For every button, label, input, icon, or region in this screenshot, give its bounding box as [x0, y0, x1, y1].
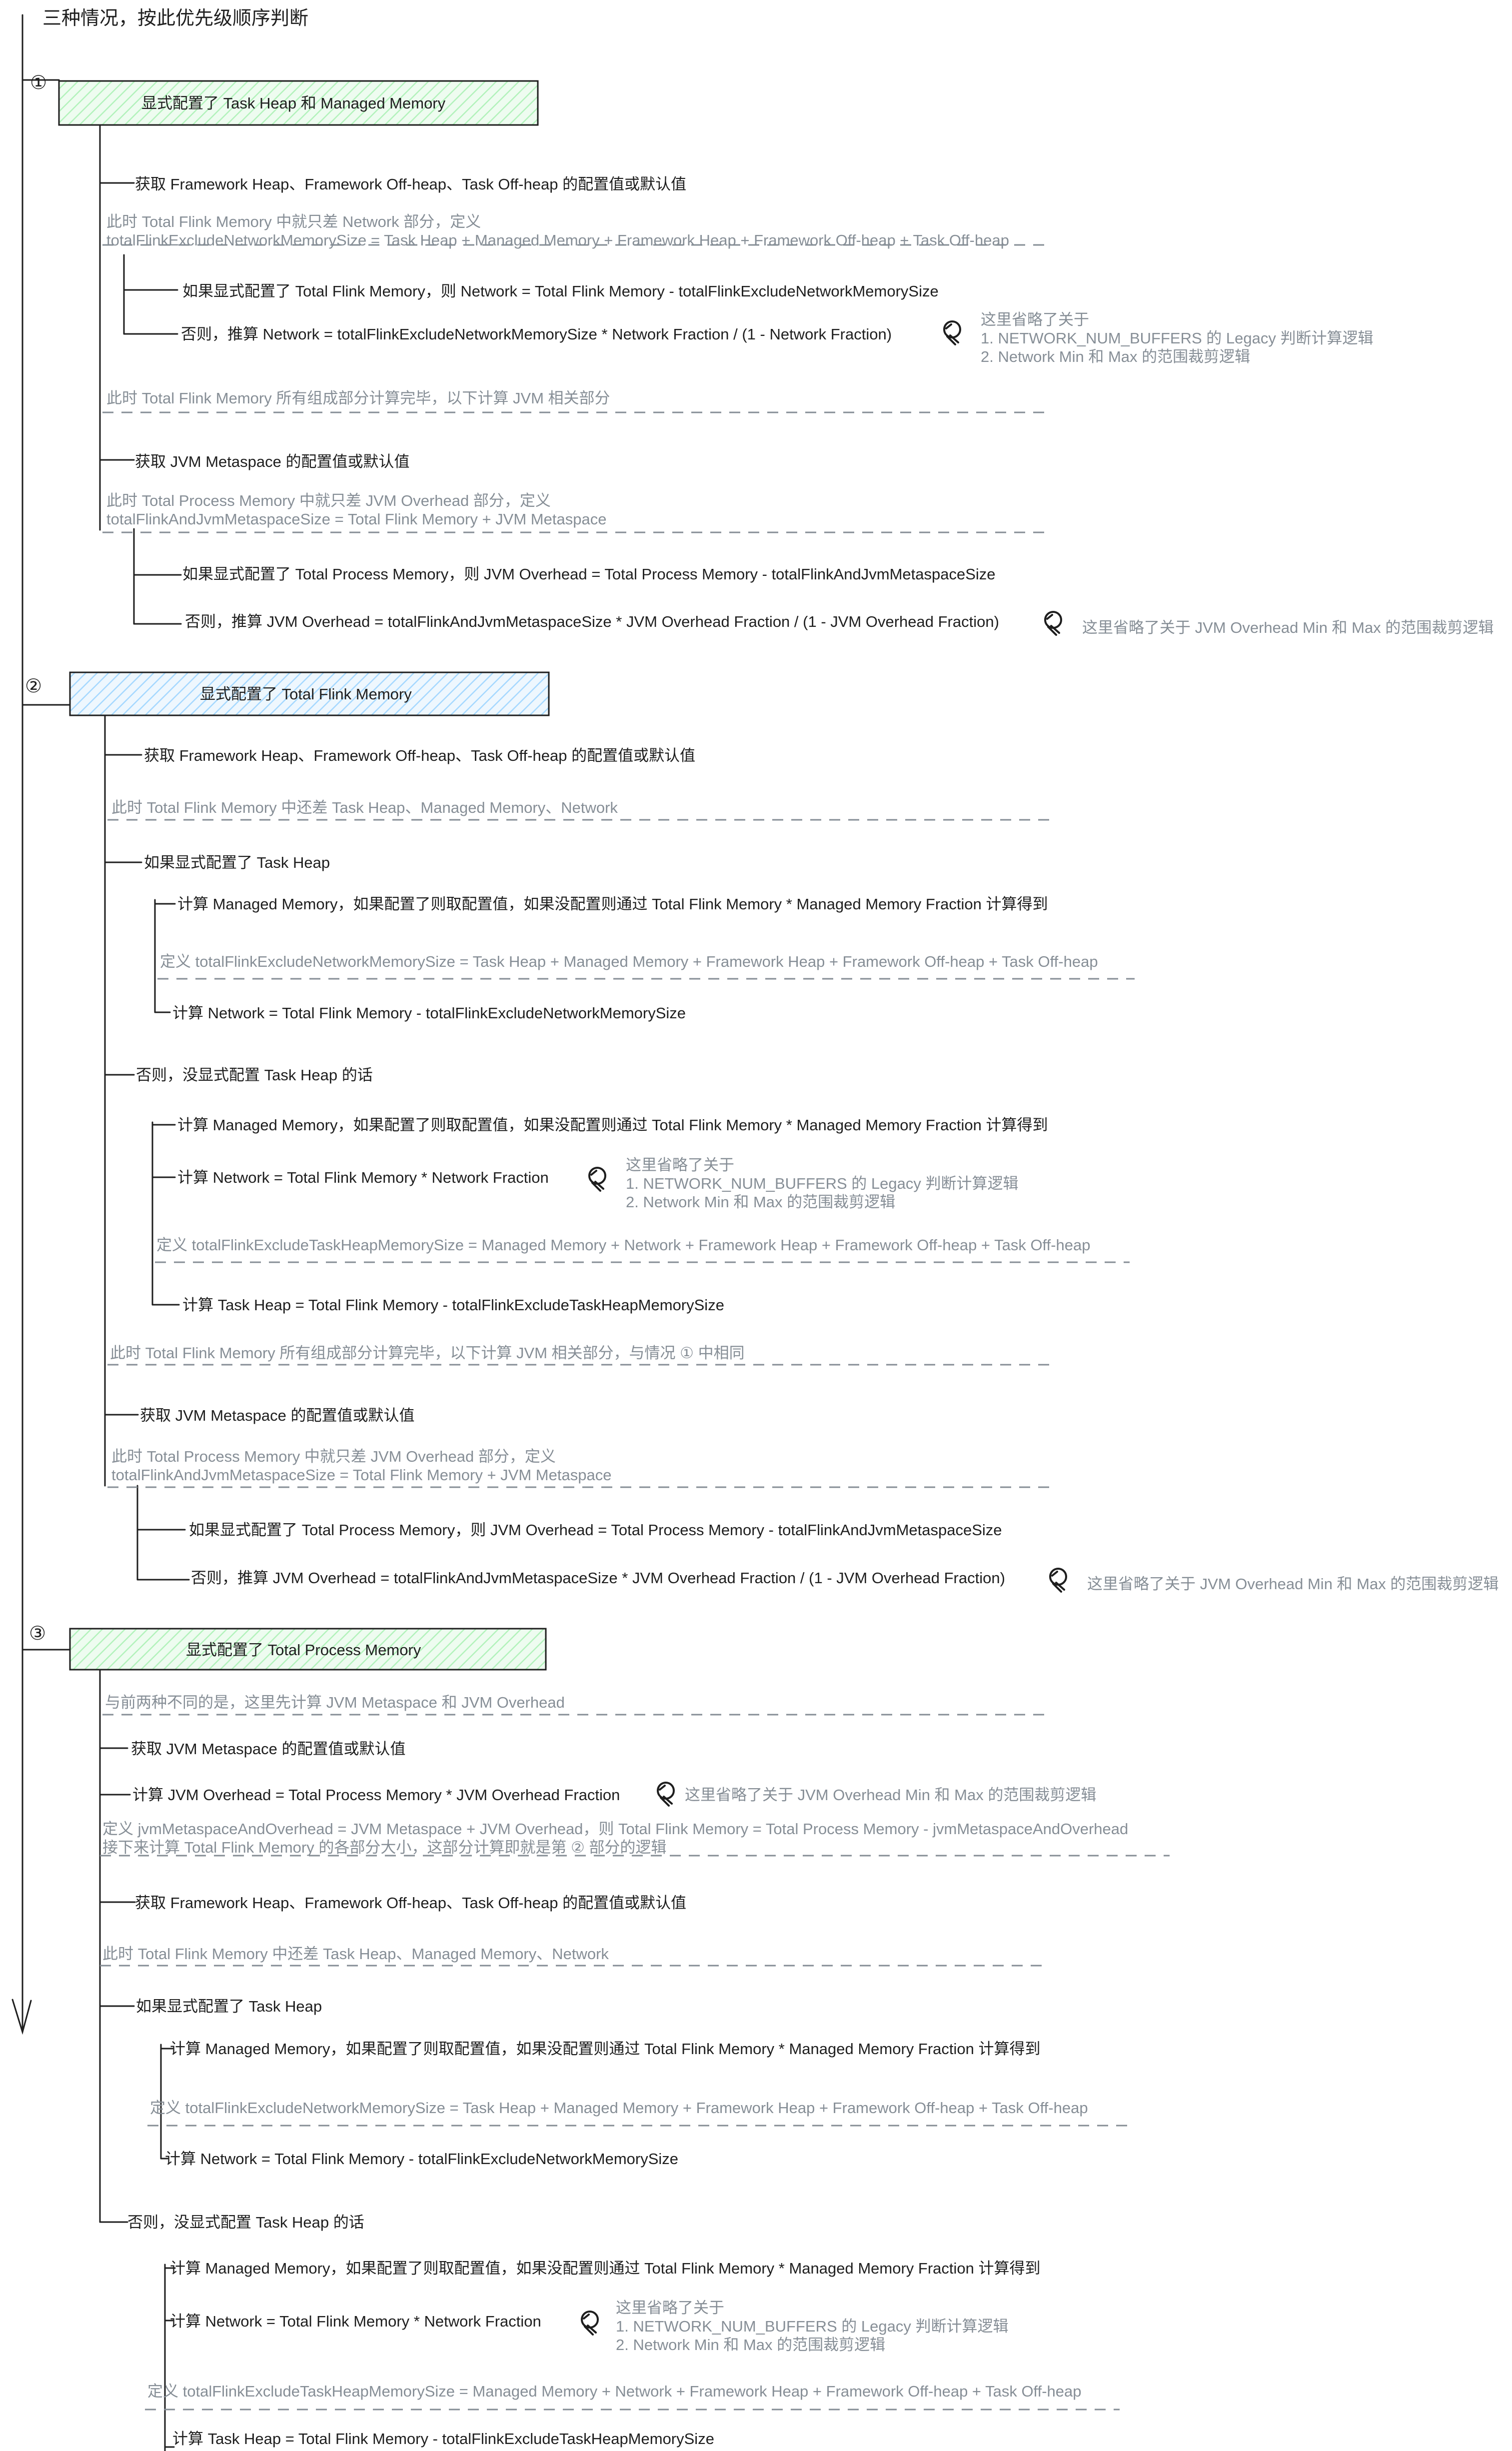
- case3-number: ③: [29, 1623, 46, 1644]
- case3-step: 否则，没显式配置 Task Heap 的话: [127, 2214, 364, 2231]
- case3-comment: 这里省略了关于 JVM Overhead Min 和 Max 的范围裁剪逻辑: [685, 1786, 1097, 1804]
- case2-comment: 这里省略了关于 JVM Overhead Min 和 Max 的范围裁剪逻辑: [1087, 1575, 1499, 1593]
- case2-step: 计算 Managed Memory，如果配置了则取配置值，如果没配置则通过 To…: [177, 895, 1048, 913]
- case2-step: 如果显式配置了 Task Heap: [144, 854, 330, 871]
- case3-note: 与前两种不同的是，这里先计算 JVM Metaspace 和 JVM Overh…: [105, 1694, 565, 1711]
- diagram-title: 三种情况，按此优先级顺序判断: [42, 8, 309, 29]
- case2-box: [69, 671, 550, 716]
- case1-note: 此时 Total Flink Memory 所有组成部分计算完毕，以下计算 JV…: [106, 389, 610, 407]
- case3-box: [69, 1628, 547, 1671]
- bulb-icon: [657, 1782, 675, 1807]
- case1-comment: 2. Network Min 和 Max 的范围裁剪逻辑: [981, 348, 1251, 365]
- case1-step: 如果显式配置了 Total Flink Memory，则 Network = T…: [182, 282, 939, 300]
- case2-comment: 2. Network Min 和 Max 的范围裁剪逻辑: [626, 1193, 896, 1211]
- case3-box-label: 显式配置了 Total Process Memory: [186, 1641, 421, 1659]
- case2-note: 此时 Total Flink Memory 中还差 Task Heap、Mana…: [111, 799, 618, 816]
- case2-step: 计算 Task Heap = Total Flink Memory - tota…: [182, 1296, 724, 1314]
- case3-note: 接下来计算 Total Flink Memory 的各部分大小，这部分计算即就是…: [102, 1839, 667, 1856]
- case1-comment: 这里省略了关于 JVM Overhead Min 和 Max 的范围裁剪逻辑: [1082, 619, 1494, 636]
- case2-step: 否则，没显式配置 Task Heap 的话: [136, 1066, 373, 1084]
- main-arrow: [11, 14, 32, 2035]
- case1-box: [58, 80, 539, 126]
- case2-step: 获取 JVM Metaspace 的配置值或默认值: [140, 1407, 415, 1424]
- case1-number: ①: [30, 72, 47, 93]
- bulb-icon: [588, 1167, 606, 1192]
- case2-note: 定义 totalFlinkExcludeTaskHeapMemorySize =…: [156, 1236, 1091, 1254]
- case3-step: 如果显式配置了 Task Heap: [136, 1998, 322, 2015]
- case2-step: 计算 Network = Total Flink Memory * Networ…: [177, 1169, 549, 1186]
- case2-comment: 这里省略了关于: [626, 1156, 734, 1174]
- case3-comment: 2. Network Min 和 Max 的范围裁剪逻辑: [616, 2336, 886, 2354]
- case3-step: 计算 Task Heap = Total Flink Memory - tota…: [172, 2430, 714, 2448]
- case1-note: totalFlinkAndJvmMetaspaceSize = Total Fl…: [106, 510, 607, 528]
- case3-step: 获取 JVM Metaspace 的配置值或默认值: [131, 1740, 406, 1758]
- case1-step: 如果显式配置了 Total Process Memory，则 JVM Overh…: [182, 565, 996, 583]
- case1-box-label: 显式配置了 Task Heap 和 Managed Memory: [141, 94, 446, 112]
- case2-box-label: 显式配置了 Total Flink Memory: [200, 685, 412, 703]
- case2-note: 此时 Total Flink Memory 所有组成部分计算完毕，以下计算 JV…: [110, 1344, 745, 1362]
- case3-step: 计算 Managed Memory，如果配置了则取配置值，如果没配置则通过 To…: [170, 2040, 1041, 2058]
- case1-note: totalFlinkExcludeNetworkMemorySize = Tas…: [106, 231, 1009, 249]
- case2-note: 此时 Total Process Memory 中就只差 JVM Overhea…: [111, 1448, 556, 1465]
- case3-step: 计算 JVM Overhead = Total Process Memory *…: [132, 1786, 620, 1804]
- case2-step: 否则，推算 JVM Overhead = totalFlinkAndJvmMet…: [191, 1569, 1005, 1587]
- case3-note: 定义 jvmMetaspaceAndOverhead = JVM Metaspa…: [102, 1820, 1129, 1838]
- case1-step: 获取 Framework Heap、Framework Off-heap、Tas…: [135, 175, 687, 193]
- case3-note: 定义 totalFlinkExcludeNetworkMemorySize = …: [150, 2099, 1088, 2117]
- case1-step: 否则，推算 Network = totalFlinkExcludeNetwork…: [181, 325, 892, 343]
- case3-step: 计算 Network = Total Flink Memory * Networ…: [170, 2313, 541, 2330]
- case1-step: 否则，推算 JVM Overhead = totalFlinkAndJvmMet…: [185, 613, 999, 630]
- case3-comment: 这里省略了关于: [616, 2299, 724, 2317]
- bulb-icon: [1049, 1568, 1067, 1593]
- case3-step: 计算 Network = Total Flink Memory - totalF…: [165, 2150, 679, 2168]
- case2-step: 获取 Framework Heap、Framework Off-heap、Tas…: [144, 747, 696, 764]
- bulb-icon: [581, 2311, 599, 2336]
- case3-note: 此时 Total Flink Memory 中还差 Task Heap、Mana…: [102, 1945, 609, 1963]
- case3-comment: 1. NETWORK_NUM_BUFFERS 的 Legacy 判断计算逻辑: [616, 2318, 1009, 2335]
- case2-step: 计算 Network = Total Flink Memory - totalF…: [172, 1004, 686, 1022]
- case2-number: ②: [25, 676, 42, 697]
- case2-step: 计算 Managed Memory，如果配置了则取配置值，如果没配置则通过 To…: [177, 1116, 1048, 1134]
- bulb-icon: [943, 320, 961, 345]
- case1-step: 获取 JVM Metaspace 的配置值或默认值: [135, 453, 410, 470]
- case3-note: 定义 totalFlinkExcludeTaskHeapMemorySize =…: [147, 2383, 1082, 2400]
- case1-note: 此时 Total Process Memory 中就只差 JVM Overhea…: [106, 492, 551, 509]
- bulb-icon: [1044, 611, 1062, 636]
- case2-step: 如果显式配置了 Total Process Memory，则 JVM Overh…: [189, 1521, 1002, 1539]
- case3-step: 计算 Managed Memory，如果配置了则取配置值，如果没配置则通过 To…: [170, 2260, 1041, 2277]
- case1-comment: 这里省略了关于: [981, 311, 1089, 328]
- case1-note: 此时 Total Flink Memory 中就只差 Network 部分，定义: [106, 213, 481, 230]
- case1-comment: 1. NETWORK_NUM_BUFFERS 的 Legacy 判断计算逻辑: [981, 329, 1374, 347]
- case2-note: totalFlinkAndJvmMetaspaceSize = Total Fl…: [111, 1466, 612, 1484]
- case2-note: 定义 totalFlinkExcludeNetworkMemorySize = …: [160, 953, 1098, 970]
- case3-step: 获取 Framework Heap、Framework Off-heap、Tas…: [135, 1894, 687, 1912]
- case2-comment: 1. NETWORK_NUM_BUFFERS 的 Legacy 判断计算逻辑: [626, 1175, 1019, 1192]
